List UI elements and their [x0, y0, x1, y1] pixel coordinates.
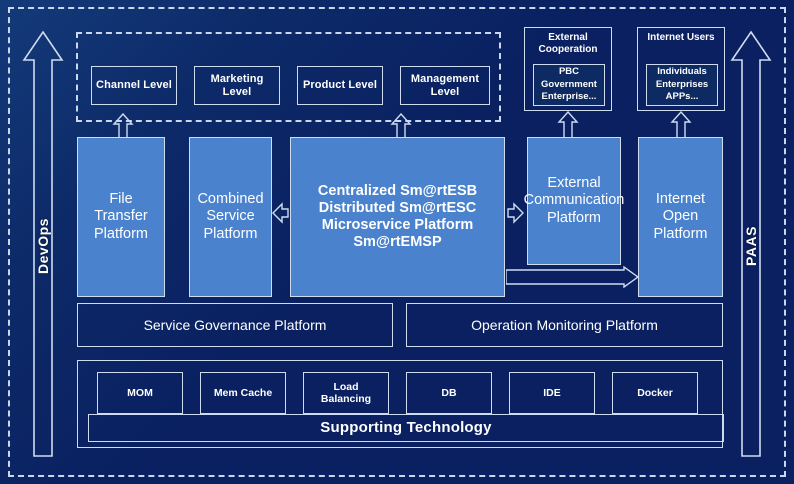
platform-core-bus[interactable]: Centralized Sm@rtESB Distributed Sm@rtES…: [290, 137, 505, 297]
level-box-management[interactable]: Management Level: [400, 66, 490, 105]
technology-item-ide[interactable]: IDE: [509, 372, 595, 414]
management-label: Operation Monitoring Platform: [471, 316, 658, 333]
devops-rail-arrow: [22, 30, 64, 458]
level-box-product[interactable]: Product Level: [297, 66, 383, 105]
technology-label: Mem Cache: [213, 386, 273, 399]
level-label: Management Level: [410, 72, 480, 98]
external-cooperation-box[interactable]: External Cooperation PBC Government Ente…: [524, 27, 612, 111]
paas-label: PAAS: [743, 226, 759, 266]
level-label: Product Level: [302, 79, 378, 92]
platform-file-transfer[interactable]: File Transfer Platform: [77, 137, 165, 297]
level-box-marketing[interactable]: Marketing Level: [194, 66, 280, 105]
connector-arrow-right-core-to-internet-open: [506, 266, 640, 288]
platform-label: File Transfer Platform: [94, 191, 148, 242]
core-bus-line-2: Distributed Sm@rtESC: [318, 199, 477, 216]
internet-users-box[interactable]: Internet Users Individuals Enterprises A…: [637, 27, 725, 111]
connector-arrow-up-core-bus: [390, 113, 412, 139]
platform-label: Internet Open Platform: [653, 191, 708, 242]
external-cooperation-title: External Cooperation: [538, 32, 598, 55]
paas-rail-arrow: [730, 30, 772, 458]
technology-item-db[interactable]: DB: [406, 372, 492, 414]
technology-layer-frame: [77, 360, 723, 448]
connector-arrow-right-core-to-external: [507, 200, 525, 226]
level-box-channel[interactable]: Channel Level: [91, 66, 177, 105]
connector-arrow-up-file-transfer: [112, 113, 134, 139]
technology-label: IDE: [543, 386, 561, 399]
technology-item-load-balancing[interactable]: Load Balancing: [303, 372, 389, 414]
core-bus-line-1: Centralized Sm@rtESB: [317, 182, 478, 199]
technology-label: Docker: [637, 386, 673, 399]
technology-label: Load Balancing: [320, 380, 372, 405]
internet-users-title: Internet Users: [647, 32, 715, 43]
external-cooperation-detail: PBC Government Enterprise...: [533, 64, 605, 106]
internal-levels-group: [76, 32, 501, 122]
technology-item-mem-cache[interactable]: Mem Cache: [200, 372, 286, 414]
core-bus-line-3: Microservice Platform Sm@rtEMSP: [321, 217, 474, 251]
level-label: Channel Level: [96, 79, 172, 92]
supporting-technology-label: Supporting Technology: [320, 419, 492, 437]
connector-arrow-up-external-communication: [557, 111, 579, 139]
platform-internet-open[interactable]: Internet Open Platform: [638, 137, 723, 297]
internet-users-detail: Individuals Enterprises APPs...: [646, 64, 718, 106]
management-operation-monitoring[interactable]: Operation Monitoring Platform: [406, 303, 723, 347]
platform-combined-service[interactable]: Combined Service Platform: [189, 137, 272, 297]
technology-item-docker[interactable]: Docker: [612, 372, 698, 414]
level-label: Marketing Level: [210, 72, 264, 98]
management-service-governance[interactable]: Service Governance Platform: [77, 303, 393, 347]
technology-label: MOM: [127, 386, 153, 399]
technology-item-mom[interactable]: MOM: [97, 372, 183, 414]
technology-label: DB: [441, 386, 457, 399]
outer-boundary: [8, 7, 786, 477]
platform-label: External Communication Platform: [523, 175, 625, 226]
devops-label: DevOps: [35, 218, 51, 274]
platform-external-communication[interactable]: External Communication Platform: [524, 137, 624, 265]
connector-arrow-left-core-to-combined: [271, 200, 289, 226]
supporting-technology-banner[interactable]: Supporting Technology: [88, 414, 724, 442]
platform-label: Combined Service Platform: [197, 191, 264, 242]
management-label: Service Governance Platform: [143, 316, 327, 333]
connector-arrow-up-internet-open: [670, 111, 692, 139]
